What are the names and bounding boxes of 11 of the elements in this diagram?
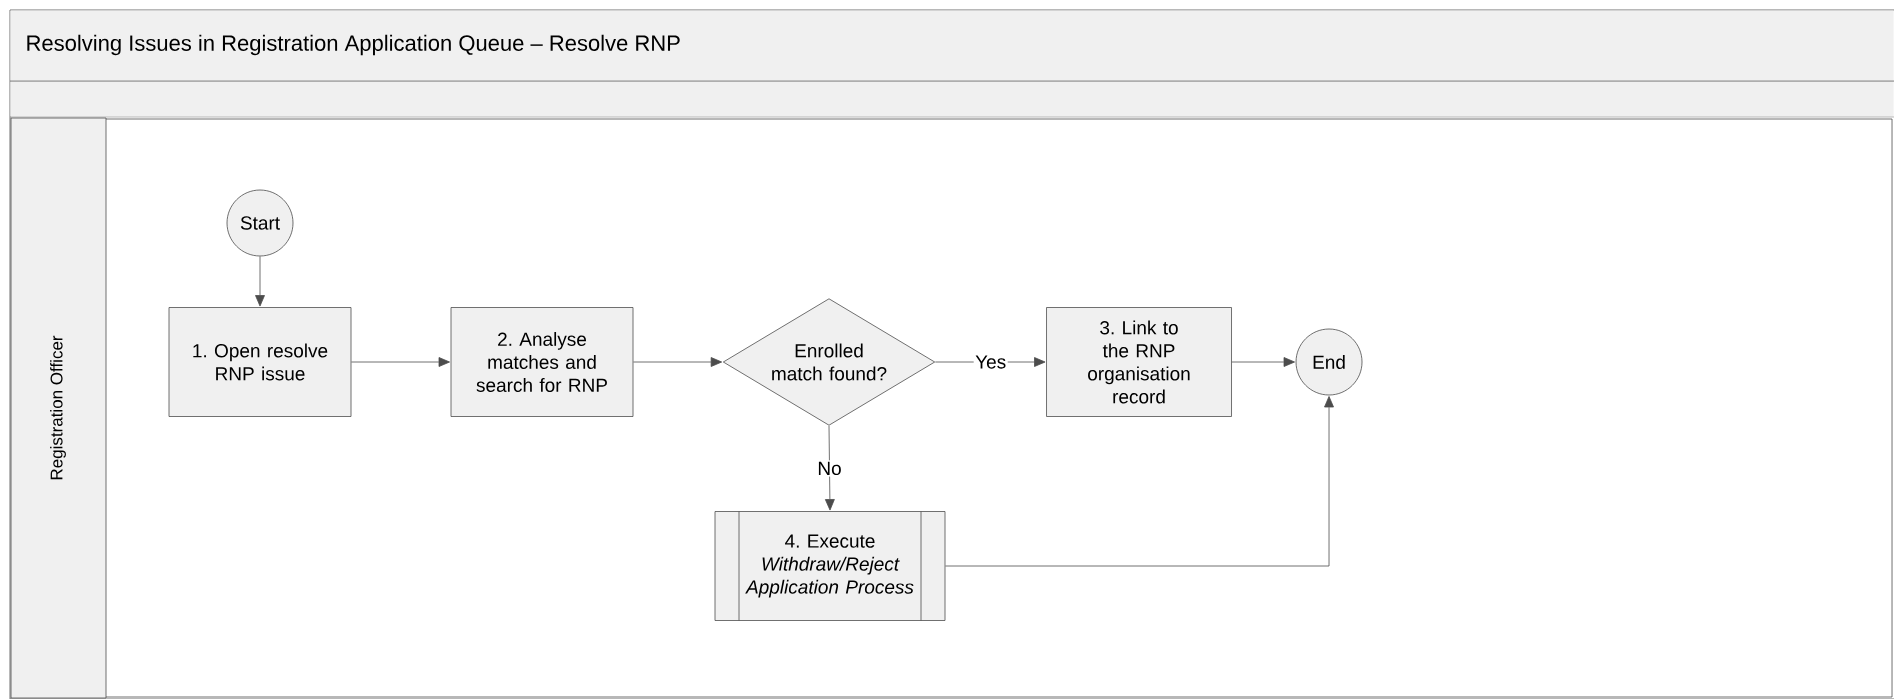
- arrow: [1231, 357, 1295, 367]
- process-box: 1. Open resolve RNP issue: [168, 307, 352, 417]
- arrow: [945, 396, 1334, 567]
- subprocess-box: 4. Execute Withdraw/Reject Application Process: [714, 511, 946, 621]
- arrow: [633, 357, 723, 367]
- arrow: [351, 357, 450, 367]
- arrow: [255, 256, 265, 307]
- process-box: 3. Link to the RNP organisation record: [1046, 307, 1232, 417]
- arrow: [824, 425, 835, 511]
- edge-label: No: [815, 460, 844, 477]
- process-box: 2. Analyse matches and search for RNP: [450, 307, 634, 417]
